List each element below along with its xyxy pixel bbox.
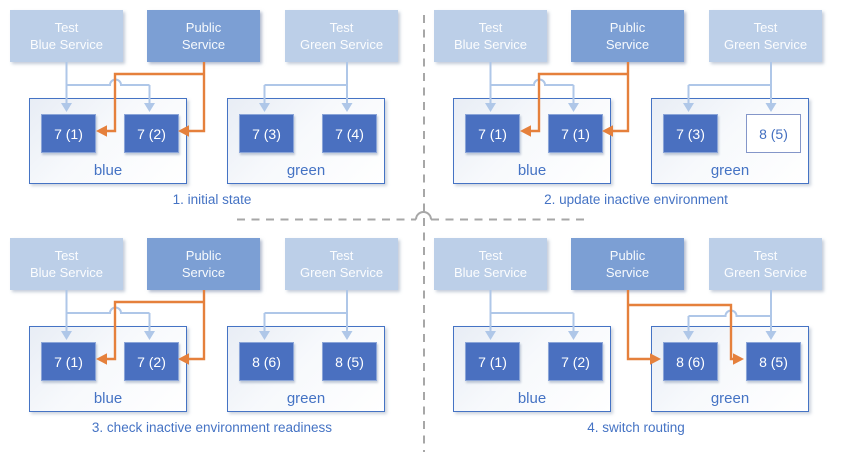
test-green-service-box: Test Green Service [709, 238, 822, 290]
test-green-service-label: Test Green Service [723, 20, 808, 52]
pod-replica: 7 (1) [41, 114, 96, 153]
public-service-box: Public Service [147, 10, 260, 62]
public-service-box: Public Service [571, 10, 684, 62]
test-green-service-box: Test Green Service [709, 10, 822, 62]
public-service-label: Public Service [605, 248, 650, 280]
pod-replica: 8 (5) [746, 342, 801, 381]
pod-replica: 7 (1) [548, 114, 603, 153]
step-caption: 3. check inactive environment readiness [91, 420, 333, 435]
panel-check-inactive-environment-readiness: Test Blue Service Public Service Test Gr… [0, 228, 424, 456]
test-green-service-label: Test Green Service [299, 20, 384, 52]
pod-replica: 7 (3) [663, 114, 718, 153]
panel-initial-state: Test Blue Service Public Service Test Gr… [0, 0, 424, 228]
test-blue-service-box: Test Blue Service [10, 238, 123, 290]
environment-name: green [286, 390, 326, 407]
panel-update-inactive-environment: Test Blue Service Public Service Test Gr… [424, 0, 848, 228]
blue-environment: 7 (1) 7 (2) blue [29, 98, 187, 184]
environment-name: green [710, 162, 750, 179]
pod-replica: 8 (5) [746, 114, 801, 153]
step-caption: 4. switch routing [587, 420, 685, 435]
environment-name: blue [93, 390, 123, 407]
pod-replica: 7 (2) [124, 114, 179, 153]
environment-name: blue [517, 162, 547, 179]
test-green-service-box: Test Green Service [285, 10, 398, 62]
pod-replica: 7 (2) [548, 342, 603, 381]
pod-replica: 8 (5) [322, 342, 377, 381]
test-blue-service-label: Test Blue Service [454, 20, 527, 52]
pod-replica: 7 (1) [465, 114, 520, 153]
public-service-label: Public Service [181, 248, 226, 280]
pod-replica: 8 (6) [239, 342, 294, 381]
pod-replica: 7 (1) [465, 342, 520, 381]
green-environment: 8 (6) 8 (5) green [227, 326, 385, 412]
pod-replica: 7 (3) [239, 114, 294, 153]
step-caption: 1. initial state [172, 192, 252, 207]
blue-environment: 7 (1) 7 (2) blue [29, 326, 187, 412]
test-blue-service-box: Test Blue Service [434, 238, 547, 290]
pod-replica: 7 (4) [322, 114, 377, 153]
green-environment: 7 (3) 7 (4) green [227, 98, 385, 184]
test-blue-service-box: Test Blue Service [10, 10, 123, 62]
test-blue-service-label: Test Blue Service [30, 20, 103, 52]
pod-replica: 7 (2) [124, 342, 179, 381]
environment-name: green [286, 162, 326, 179]
public-service-box: Public Service [571, 238, 684, 290]
test-blue-service-label: Test Blue Service [454, 248, 527, 280]
blue-environment: 7 (1) 7 (2) blue [453, 326, 611, 412]
green-environment: 8 (6) 8 (5) green [651, 326, 809, 412]
test-green-service-box: Test Green Service [285, 238, 398, 290]
panel-switch-routing: Test Blue Service Public Service Test Gr… [424, 228, 848, 456]
pod-replica: 8 (6) [663, 342, 718, 381]
test-green-service-label: Test Green Service [299, 248, 384, 280]
public-service-box: Public Service [147, 238, 260, 290]
environment-name: blue [93, 162, 123, 179]
blue-environment: 7 (1) 7 (1) blue [453, 98, 611, 184]
step-caption: 2. update inactive environment [544, 192, 728, 207]
environment-name: blue [517, 390, 547, 407]
green-environment: 7 (3) 8 (5) green [651, 98, 809, 184]
public-service-label: Public Service [605, 20, 650, 52]
test-blue-service-label: Test Blue Service [30, 248, 103, 280]
public-service-label: Public Service [181, 20, 226, 52]
test-green-service-label: Test Green Service [723, 248, 808, 280]
environment-name: green [710, 390, 750, 407]
test-blue-service-box: Test Blue Service [434, 10, 547, 62]
pod-replica: 7 (1) [41, 342, 96, 381]
